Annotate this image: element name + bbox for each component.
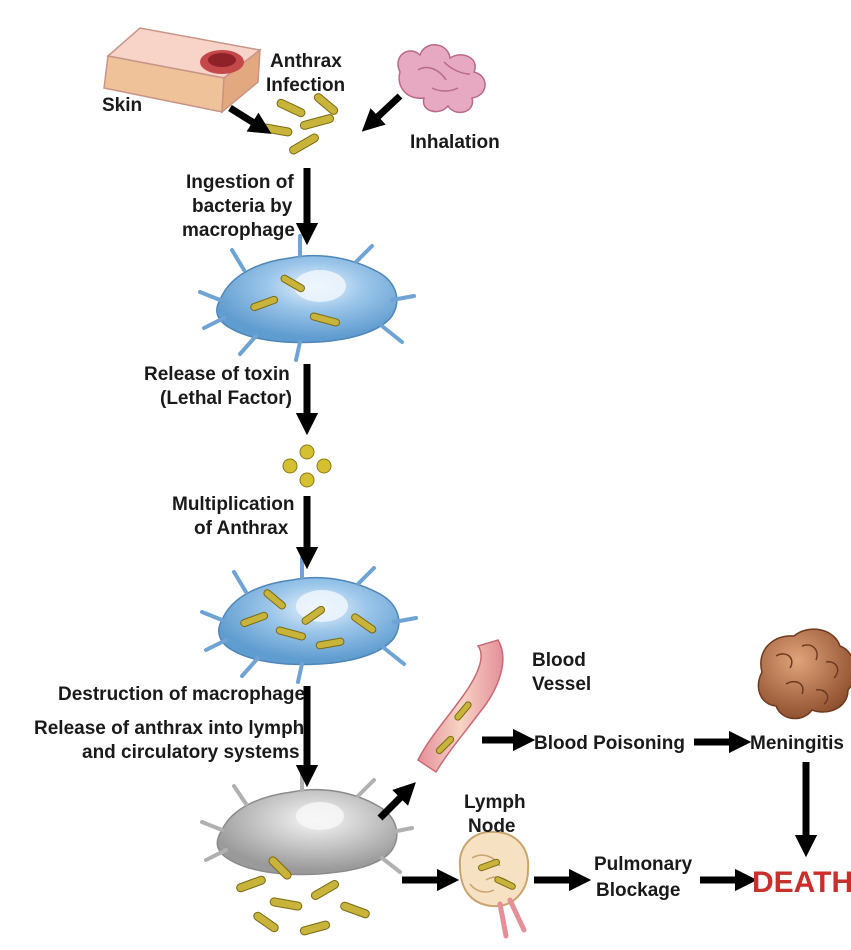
label-ingestion-line3: macrophage bbox=[182, 220, 295, 241]
label-destruction: Destruction of macrophage bbox=[58, 684, 305, 705]
label-ingestion-line2: bacteria by bbox=[192, 196, 293, 217]
destroyed-macrophage-illustration bbox=[202, 772, 412, 936]
label-lymph-node-line1: Lymph bbox=[464, 792, 526, 813]
label-multiplication-line2: of Anthrax bbox=[194, 518, 289, 539]
label-infection-line1: Anthrax bbox=[270, 51, 342, 72]
infected-macrophage-illustration bbox=[202, 558, 416, 682]
arrow-to-blood-vessel bbox=[380, 790, 408, 818]
label-blood-poisoning: Blood Poisoning bbox=[534, 733, 685, 754]
label-blood-vessel-line1: Blood bbox=[532, 650, 586, 671]
lung-illustration bbox=[398, 45, 485, 113]
label-skin: Skin bbox=[102, 95, 142, 116]
label-release-line2: and circulatory systems bbox=[82, 742, 300, 763]
label-lymph-node-line2: Node bbox=[468, 816, 516, 837]
arrow-inhalation-to-infection bbox=[370, 96, 400, 124]
label-ingestion-line1: Ingestion of bbox=[186, 172, 294, 193]
label-toxin-line1: Release of toxin bbox=[144, 364, 290, 385]
label-inhalation: Inhalation bbox=[410, 132, 500, 153]
label-multiplication-line1: Multiplication bbox=[172, 494, 294, 515]
label-pulmonary-blockage-line1: Pulmonary bbox=[594, 854, 693, 875]
label-release-line1: Release of anthrax into lymph bbox=[34, 718, 304, 739]
label-death: DEATH bbox=[752, 866, 851, 899]
flow-arrows bbox=[230, 96, 806, 880]
label-pulmonary-blockage-line2: Blockage bbox=[596, 880, 680, 901]
label-blood-vessel-line2: Vessel bbox=[532, 674, 591, 695]
lymph-node-illustration bbox=[460, 832, 528, 936]
label-meningitis: Meningitis bbox=[750, 733, 844, 754]
lethal-factor-toxin bbox=[283, 445, 331, 487]
blood-vessel-illustration bbox=[418, 640, 503, 772]
anthrax-bacteria-cluster bbox=[262, 92, 340, 156]
arrow-skin-to-infection bbox=[230, 108, 262, 128]
label-infection-line2: Infection bbox=[266, 75, 345, 96]
brain-illustration bbox=[758, 629, 851, 718]
label-toxin-line2: (Lethal Factor) bbox=[160, 388, 292, 409]
macrophage-illustration bbox=[200, 236, 414, 360]
